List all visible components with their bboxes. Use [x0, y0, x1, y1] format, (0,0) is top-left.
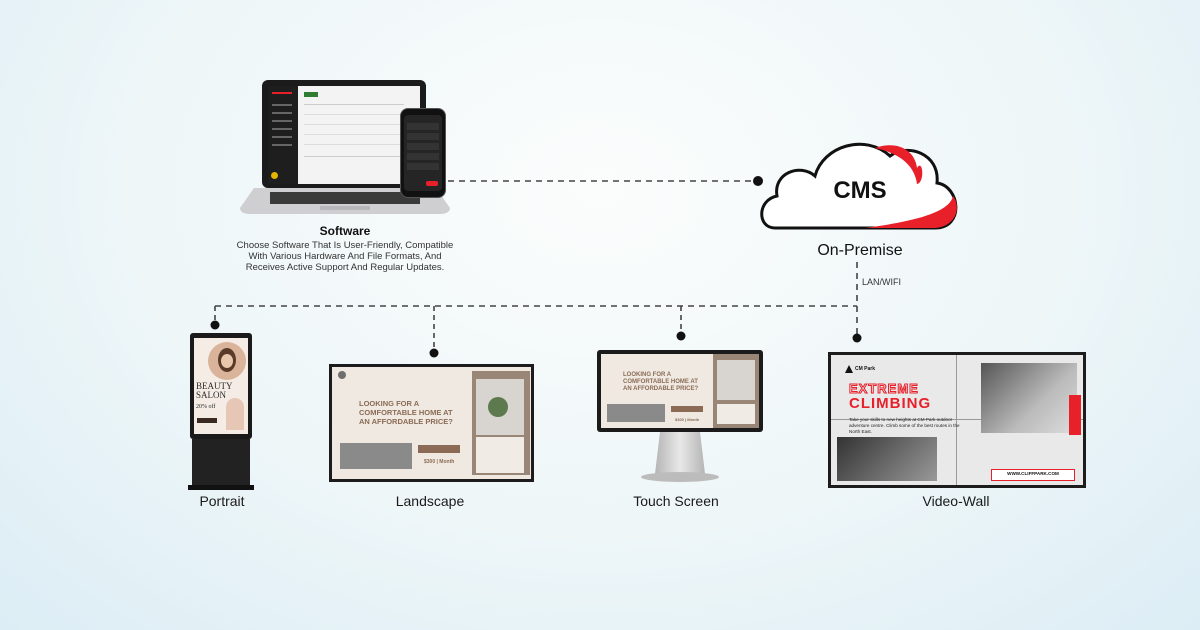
videowall-url: WWW.CLIFFPARK.COM [1007, 471, 1059, 476]
touch-node [676, 331, 686, 341]
laptop-sidebar [268, 86, 298, 184]
landscape-price: $300 | Month [424, 459, 455, 465]
device-label-landscape: Landscape [395, 493, 465, 509]
portrait-kiosk: BEAUTY SALON 20% off [188, 333, 254, 491]
software-description: Choose Software That Is User-Friendly, C… [236, 240, 454, 273]
landscape-display: LOOKING FOR A COMFORTABLE HOME AT AN AFF… [329, 364, 534, 482]
laptop-display [268, 86, 420, 184]
portrait-node [210, 320, 220, 330]
laptop-base [240, 188, 450, 214]
touch-headline: LOOKING FOR A COMFORTABLE HOME AT AN AFF… [623, 372, 699, 392]
phone-screen [404, 115, 442, 191]
cms-label: CMS [833, 177, 886, 204]
videowall-screen: CM Park EXTREME CLIMBING Take your skill… [831, 355, 1083, 485]
videowall-headline-1: EXTREME [849, 381, 919, 397]
videowall-brand: CM Park [855, 366, 876, 372]
touch-price: $300 | Month [675, 417, 700, 422]
portrait-screen: BEAUTY SALON 20% off [194, 338, 248, 434]
salon-headline-2: SALON [196, 390, 227, 400]
landscape-headline: LOOKING FOR A COMFORTABLE HOME AT AN AFF… [359, 399, 453, 426]
landscape-node [429, 348, 439, 358]
videowall-headline-2: CLIMBING [849, 395, 932, 412]
cms-cloud-icon: CMS [760, 142, 958, 230]
cms-caption: On-Premise [817, 242, 903, 259]
climber-photo [981, 363, 1077, 433]
device-label-touch: Touch Screen [633, 493, 719, 509]
salon-headline-1: BEAUTY [196, 381, 233, 391]
software-title: Software [319, 224, 371, 238]
phone-device [400, 108, 446, 198]
room-photo [340, 443, 412, 469]
touch-screen: LOOKING FOR A COMFORTABLE HOME AT AN AFF… [601, 354, 759, 428]
connection-label: LAN/WIFI [862, 277, 902, 287]
touch-kiosk: LOOKING FOR A COMFORTABLE HOME AT AN AFF… [597, 350, 763, 490]
cms-link-node [753, 176, 763, 186]
landscape-screen: LOOKING FOR A COMFORTABLE HOME AT AN AFF… [332, 367, 531, 479]
videowall-display: CM Park EXTREME CLIMBING Take your skill… [828, 352, 1086, 488]
videowall-node [852, 333, 862, 343]
device-label-portrait: Portrait [199, 493, 245, 509]
device-label-videowall: Video-Wall [922, 493, 990, 509]
climber-photo-2 [837, 437, 937, 481]
videowall-body: Take your skills to new heights at CM Pa… [849, 417, 960, 434]
salon-offer: 20% off [196, 404, 216, 410]
